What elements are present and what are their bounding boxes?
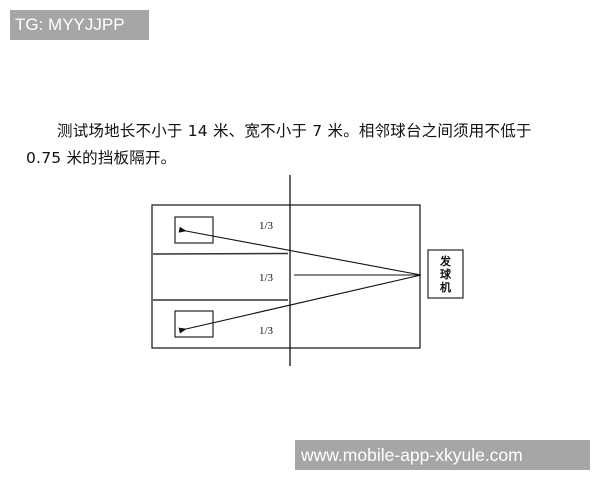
target-box-lower <box>174 310 214 338</box>
paragraph-line-2: 0.75 米的挡板隔开。 <box>26 149 177 167</box>
paragraph-line-1: 测试场地长不小于 14 米、宽不小于 7 米。相邻球台之间须用不低于 <box>57 122 532 140</box>
serve-machine-box: 发 球 机 <box>427 249 464 299</box>
machine-label-char-3: 机 <box>440 280 451 294</box>
zone-divider-upper <box>152 252 289 255</box>
zone-label-lower: 1/3 <box>259 325 274 337</box>
rules-paragraph: 测试场地长不小于 14 米、宽不小于 7 米。相邻球台之间须用不低于 0.75 … <box>26 118 586 172</box>
table-outline <box>151 204 421 349</box>
trajectory-arrow-upper <box>178 226 422 276</box>
zone-label-middle: 1/3 <box>259 272 274 284</box>
watermark-top: TG: MYYJJPP <box>10 10 149 40</box>
trajectory-arrow-lower <box>178 274 422 334</box>
zone-label-upper: 1/3 <box>259 220 274 232</box>
machine-label-char-2: 球 <box>440 267 452 281</box>
machine-label-char-1: 发 <box>439 254 452 268</box>
watermark-bottom: www.mobile-app-xkyule.com <box>295 440 590 470</box>
target-box-upper <box>174 216 214 244</box>
